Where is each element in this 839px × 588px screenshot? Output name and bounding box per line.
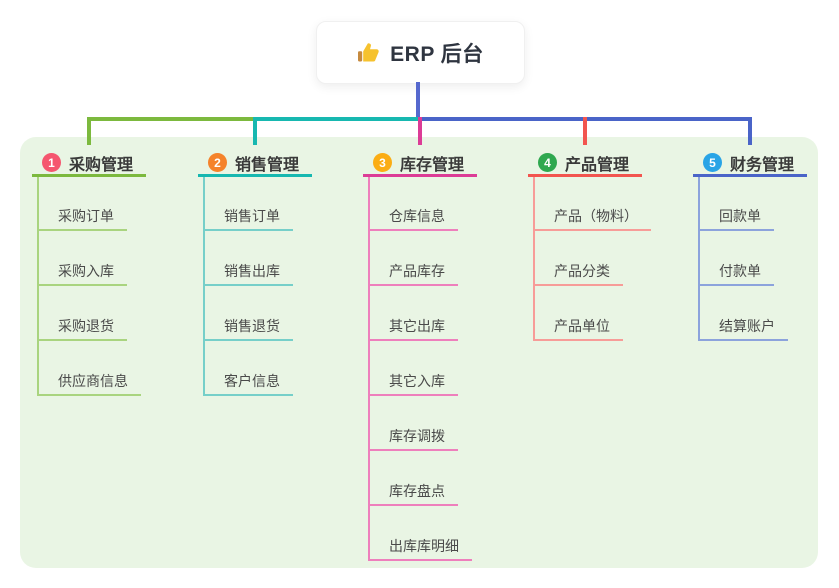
branch-3-number-badge: 3 (373, 153, 392, 172)
child-node-label: 仓库信息 (389, 208, 445, 224)
branch-1-number-badge: 1 (42, 153, 61, 172)
child-node-label: 客户信息 (224, 373, 280, 389)
thumbs-up-icon (357, 41, 381, 65)
child-node-label: 销售退货 (224, 318, 280, 334)
connector-drop-5 (748, 117, 752, 145)
child-node-label: 供应商信息 (58, 373, 128, 389)
branch-4-number-badge: 4 (538, 153, 557, 172)
branch-1-child-1[interactable]: 采购订单 (37, 207, 127, 231)
root-node[interactable]: ERP 后台 (316, 21, 525, 84)
branch-3-child-1[interactable]: 仓库信息 (368, 207, 458, 231)
branch-2-title[interactable]: 2 销售管理 (198, 151, 312, 177)
child-node-label: 其它入库 (389, 373, 445, 389)
branch-5-label: 财务管理 (730, 156, 795, 174)
branch-5-number-badge: 5 (703, 153, 722, 172)
child-node-label: 销售出库 (224, 263, 280, 279)
branch-2-children-spine (203, 177, 205, 395)
branches-panel (20, 137, 818, 568)
connector-bus-mid (253, 117, 422, 121)
branch-3-label: 库存管理 (400, 156, 465, 174)
child-node-label: 采购入库 (58, 263, 114, 279)
branch-1-child-2[interactable]: 采购入库 (37, 262, 127, 286)
child-node-label: 回款单 (719, 208, 761, 224)
child-node-label: 出库库明细 (389, 538, 459, 554)
branch-5-child-1[interactable]: 回款单 (698, 207, 774, 231)
branch-4-child-1[interactable]: 产品（物料） (533, 207, 651, 231)
child-node-label: 库存盘点 (389, 483, 445, 499)
branch-2-number-badge: 2 (208, 153, 227, 172)
child-node-label: 销售订单 (224, 208, 280, 224)
branch-5-children-spine (698, 177, 700, 340)
connector-drop-1 (87, 117, 91, 145)
branch-3-child-4[interactable]: 其它入库 (368, 372, 458, 396)
branch-2-child-2[interactable]: 销售出库 (203, 262, 293, 286)
child-node-label: 采购退货 (58, 318, 114, 334)
branch-3-children-spine (368, 177, 370, 560)
branch-4-child-2[interactable]: 产品分类 (533, 262, 623, 286)
child-node-label: 采购订单 (58, 208, 114, 224)
branch-5-child-3[interactable]: 结算账户 (698, 317, 788, 341)
branch-3-title[interactable]: 3 库存管理 (363, 151, 477, 177)
branch-4-label: 产品管理 (565, 156, 630, 174)
connector-drop-2 (253, 117, 257, 145)
connector-root-stem (416, 82, 420, 121)
branch-2-child-4[interactable]: 客户信息 (203, 372, 293, 396)
branch-4-child-3[interactable]: 产品单位 (533, 317, 623, 341)
child-node-label: 产品分类 (554, 263, 610, 279)
branch-3-child-6[interactable]: 库存盘点 (368, 482, 458, 506)
branch-3-child-7[interactable]: 出库库明细 (368, 537, 472, 561)
branch-3-child-5[interactable]: 库存调拨 (368, 427, 458, 451)
branch-1-label: 采购管理 (69, 156, 134, 174)
root-node-label: ERP 后台 (390, 42, 484, 66)
branch-5-child-2[interactable]: 付款单 (698, 262, 774, 286)
branch-2-child-3[interactable]: 销售退货 (203, 317, 293, 341)
child-node-label: 结算账户 (719, 318, 775, 334)
branch-5-title[interactable]: 5 财务管理 (693, 151, 807, 177)
branch-1-title[interactable]: 1 采购管理 (32, 151, 146, 177)
branch-2-child-1[interactable]: 销售订单 (203, 207, 293, 231)
connector-drop-4 (583, 117, 587, 145)
branch-1-children-spine (37, 177, 39, 395)
child-node-label: 产品库存 (389, 263, 445, 279)
branch-3-child-2[interactable]: 产品库存 (368, 262, 458, 286)
branch-2-label: 销售管理 (235, 156, 300, 174)
child-node-label: 付款单 (719, 263, 761, 279)
branch-1-child-4[interactable]: 供应商信息 (37, 372, 141, 396)
branch-1-child-3[interactable]: 采购退货 (37, 317, 127, 341)
branch-4-children-spine (533, 177, 535, 340)
child-node-label: 其它出库 (389, 318, 445, 334)
branch-4-title[interactable]: 4 产品管理 (528, 151, 642, 177)
child-node-label: 产品单位 (554, 318, 610, 334)
branch-3-child-3[interactable]: 其它出库 (368, 317, 458, 341)
child-node-label: 产品（物料） (554, 208, 638, 224)
connector-drop-3 (418, 117, 422, 145)
child-node-label: 库存调拨 (389, 428, 445, 444)
connector-bus-left (87, 117, 257, 121)
